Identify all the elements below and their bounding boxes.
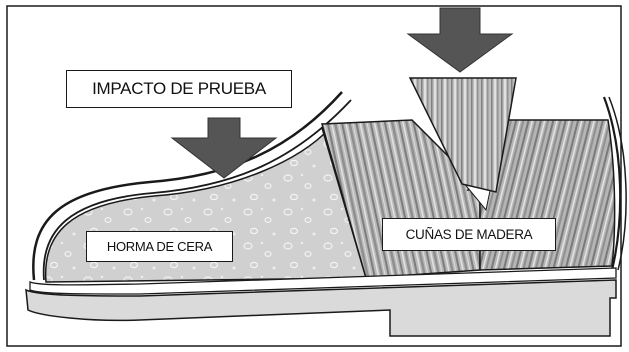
outsole: [25, 279, 617, 337]
wedge-arrow-icon: [406, 7, 514, 73]
insole: [29, 267, 617, 295]
shoe-upper-outline: [32, 91, 343, 281]
impact-test-label: IMPACTO DE PRUEBA: [66, 70, 292, 108]
impact-arrow-icon: [170, 117, 278, 179]
inserted-wedge: [408, 77, 517, 193]
wooden-wedges-label: CUÑAS DE MADERA: [382, 218, 556, 251]
heel-counter-outline: [602, 96, 622, 271]
wax-last-label: HORMA DE CERA: [86, 231, 233, 262]
